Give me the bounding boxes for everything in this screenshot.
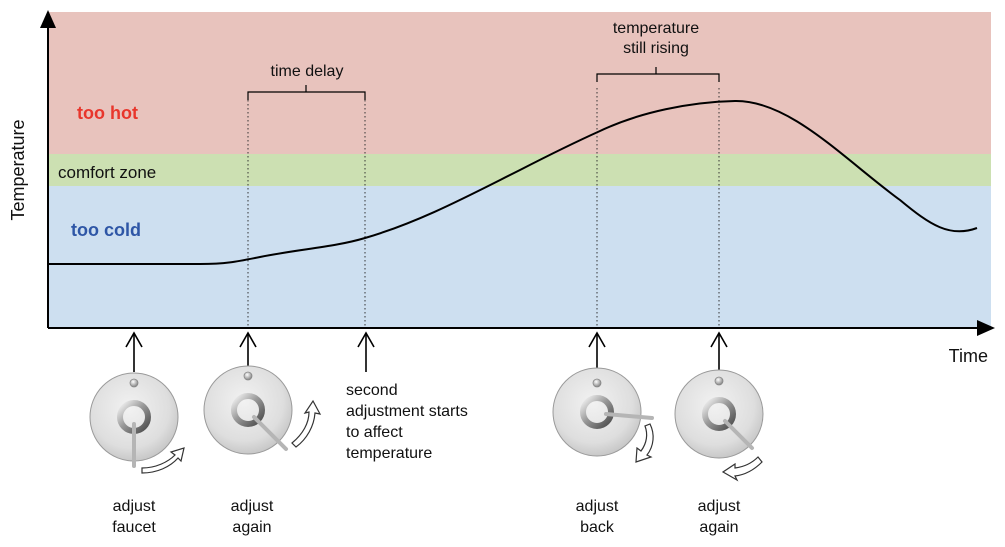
- knob-face: [552, 367, 642, 457]
- still-rising-bracket: temperature still rising: [596, 20, 720, 82]
- arrow-second-effect: [357, 331, 375, 372]
- comfort-zone-label: comfort zone: [58, 163, 156, 182]
- knob-indicator-dot: [592, 378, 602, 388]
- x-axis-arrowhead: [977, 320, 995, 336]
- knob-1-caption-line-1: adjust: [113, 498, 156, 515]
- too-cold-zone: [48, 186, 991, 328]
- knob-2-caption-line-1: adjust: [231, 498, 274, 515]
- faucet-knob-2: [203, 365, 322, 455]
- knob-handle: [723, 419, 754, 450]
- y-axis-label: Temperature: [8, 119, 28, 220]
- still-rising-label-line-1: temperature: [613, 20, 699, 37]
- time-delay-bracket: time delay: [247, 63, 366, 100]
- faucet-knob-3: [552, 367, 654, 463]
- faucet-knob-4: [674, 369, 764, 482]
- arrow-adjust-again-2: [710, 331, 728, 372]
- arrow-adjust-back: [588, 331, 606, 372]
- clockwise-arrow-icon: [291, 399, 322, 448]
- knob-handle: [604, 412, 654, 420]
- faucet-knob-1: [89, 372, 185, 474]
- knob-handle: [252, 415, 288, 451]
- event-guide-lines: [247, 88, 720, 328]
- note-line-3: to affect: [346, 424, 403, 441]
- still-rising-bracket-line: [596, 67, 720, 82]
- too-hot-label: too hot: [77, 103, 138, 123]
- clockwise-arrow-icon: [141, 447, 185, 474]
- still-rising-label-line-2: still rising: [623, 40, 689, 57]
- knob-ring: [580, 395, 614, 429]
- note-line-1: second: [346, 382, 398, 399]
- knob-3-caption-line-2: back: [580, 519, 615, 536]
- x-axis-label: Time: [949, 346, 988, 366]
- knob-ring: [702, 397, 736, 431]
- knob-indicator-dot: [129, 378, 139, 388]
- counter-clockwise-arrow-icon: [635, 423, 654, 463]
- time-delay-label: time delay: [271, 63, 344, 80]
- knob-4-caption-line-1: adjust: [698, 498, 741, 515]
- knob-2-caption-line-2: again: [232, 519, 271, 536]
- note-line-4: temperature: [346, 445, 432, 462]
- y-axis-arrowhead: [40, 10, 56, 28]
- too-hot-zone: [48, 12, 991, 154]
- event-arrows: [125, 331, 728, 372]
- time-delay-bracket-line: [247, 85, 366, 100]
- knob-indicator-dot: [243, 371, 253, 381]
- knob-ring: [231, 393, 265, 427]
- note-line-2: adjustment starts: [346, 403, 468, 420]
- too-cold-label: too cold: [71, 220, 141, 240]
- counter-clockwise-arrow-icon: [721, 456, 763, 482]
- second-adjustment-note: second adjustment starts to affect tempe…: [346, 382, 468, 462]
- arrow-adjust-faucet: [125, 331, 143, 372]
- temperature-curve: [48, 99, 978, 265]
- knob-4-caption-line-2: again: [699, 519, 738, 536]
- knob-indicator-dot: [714, 376, 724, 386]
- knob-1-caption-line-2: faucet: [112, 519, 156, 536]
- knob-3-caption-line-1: adjust: [576, 498, 619, 515]
